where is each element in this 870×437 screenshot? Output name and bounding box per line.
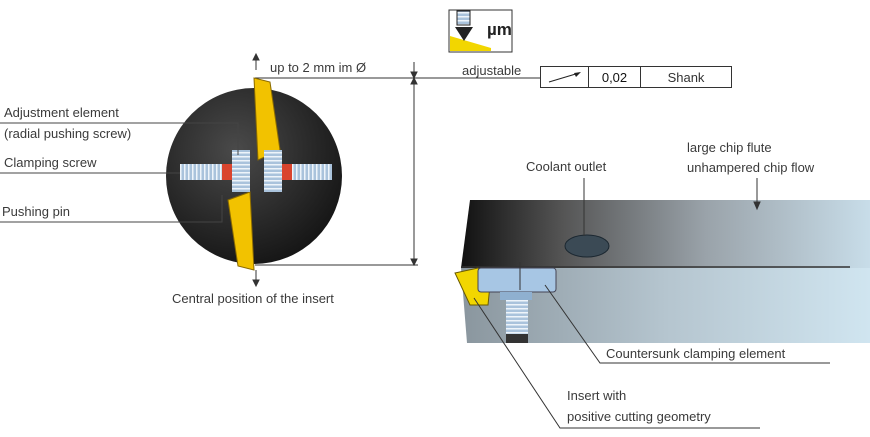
central-position-label: Central position of the insert <box>172 291 334 306</box>
adjustment-element-label: Adjustment element <box>4 105 119 120</box>
tolerance-value-cell: 0,02 <box>588 66 641 88</box>
pushing-pin-label: Pushing pin <box>2 204 70 219</box>
diameter-range-label: up to 2 mm im Ø <box>270 60 367 75</box>
left-leaders <box>0 122 239 223</box>
right-leaders <box>473 178 830 429</box>
adjustable-label: adjustable <box>462 63 522 78</box>
tool-shank <box>454 200 870 343</box>
cutting-geometry-label: positive cutting geometry <box>567 409 711 424</box>
countersunk-element-label: Countersunk clamping element <box>606 346 786 361</box>
runout-symbol-cell <box>540 66 589 88</box>
dimension-lines <box>252 52 540 288</box>
radial-pushing-screw-label: (radial pushing screw) <box>4 126 132 141</box>
chip-flow-label: unhampered chip flow <box>687 160 815 175</box>
coolant-outlet-label: Coolant outlet <box>526 159 607 174</box>
clamping-screw-label: Clamping screw <box>4 155 97 170</box>
insert-label: Insert with <box>567 388 627 403</box>
micrometer-adjust-icon <box>448 9 513 53</box>
cutter-cross-section <box>166 77 342 271</box>
micrometer-unit-label: µm <box>487 20 512 39</box>
runout-arrow-icon <box>548 72 581 83</box>
chip-flute-label: large chip flute <box>687 140 772 155</box>
datum-reference-cell: Shank <box>640 66 732 88</box>
